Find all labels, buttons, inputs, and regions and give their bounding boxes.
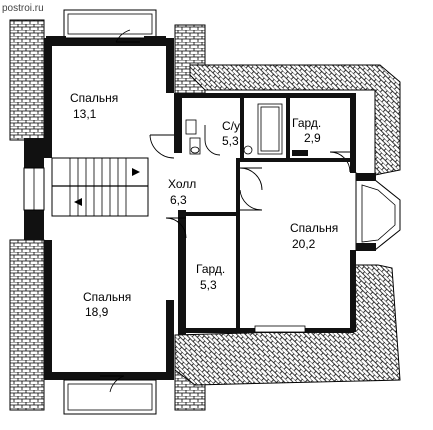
- balcony-south: [63, 375, 157, 415]
- bay-window: [355, 172, 401, 251]
- staircase: [51, 157, 149, 217]
- room-area-hall: 6,3: [170, 193, 187, 207]
- room-area-wardrobe-s: 5,3: [200, 278, 217, 292]
- room-area-bedroom-sw: 18,9: [85, 305, 109, 319]
- room-name-bedroom-sw: Спальня: [83, 290, 131, 304]
- partitions: [186, 98, 350, 330]
- stair-arrow-icon: [132, 168, 140, 176]
- room-name-bathroom: С/у: [222, 119, 240, 133]
- doors: [149, 125, 351, 239]
- room-labels: Спальня 13,1 С/у 5,3 Гард. 2,9 Холл 6,3 …: [70, 91, 338, 319]
- room-area-wardrobe-ne: 2,9: [304, 131, 321, 145]
- room-name-hall: Холл: [168, 177, 196, 191]
- room-area-bedroom-nw: 13,1: [73, 107, 97, 121]
- balcony-north: [46, 9, 166, 44]
- room-name-bedroom-nw: Спальня: [70, 91, 118, 105]
- wardrobe-fixture: [292, 150, 308, 156]
- room-area-bedroom-e: 20,2: [292, 237, 316, 251]
- room-area-bathroom: 5,3: [222, 134, 239, 148]
- stair-arrow-icon-2: [74, 198, 82, 206]
- room-name-bedroom-e: Спальня: [290, 221, 338, 235]
- roof-tiles: [9, 19, 401, 411]
- south-window-east: [254, 325, 306, 333]
- bathroom-fixtures: [185, 103, 283, 155]
- watermark-text: postroi.ru: [2, 3, 44, 14]
- west-window: [23, 167, 45, 211]
- room-name-wardrobe-ne: Гард.: [292, 116, 321, 130]
- room-name-wardrobe-s: Гард.: [196, 262, 225, 276]
